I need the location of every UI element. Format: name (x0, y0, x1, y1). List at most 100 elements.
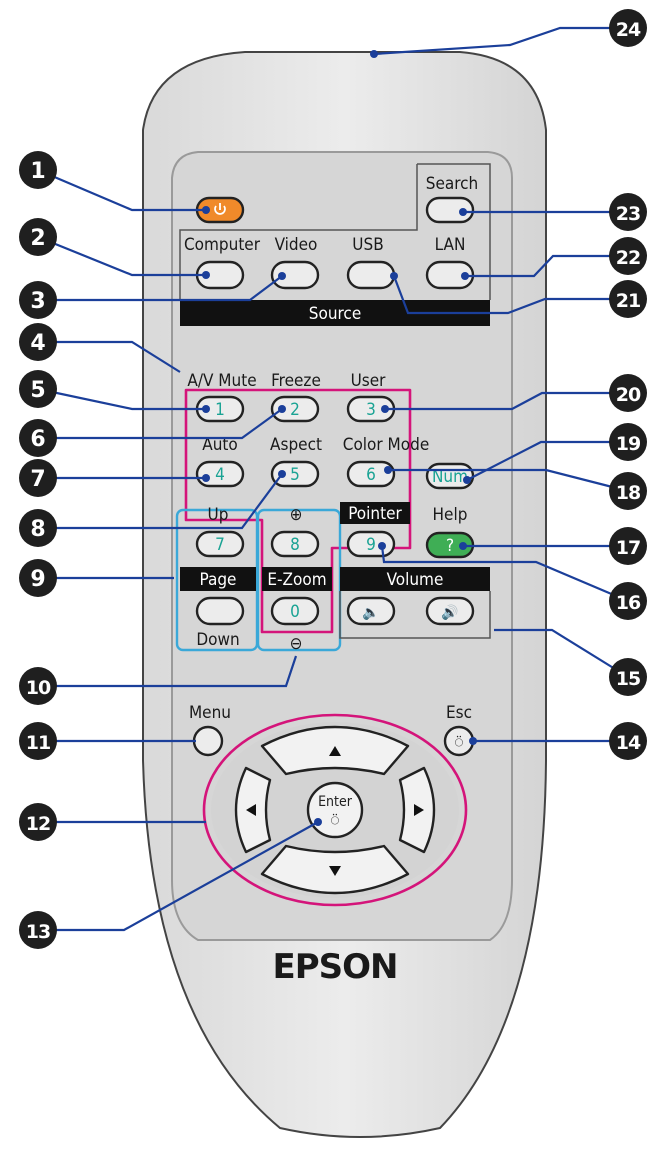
callout-13-label: 13 (26, 921, 50, 943)
ezoom-bar (262, 567, 332, 591)
callout-1-disc (19, 151, 57, 189)
callout-2-label: 2 (30, 226, 45, 251)
power-icon (214, 203, 226, 215)
callout-19-disc (609, 423, 647, 461)
aspect-label: Aspect (270, 435, 322, 455)
search-bracket (179, 163, 491, 300)
volume-bar-label: Volume (387, 570, 444, 590)
callout-8: 8 (19, 509, 57, 547)
callout-12-label: 12 (26, 813, 50, 835)
callout-21-label: 21 (616, 290, 640, 312)
callout-3: 3 (19, 281, 57, 319)
callout-6-disc (19, 419, 57, 457)
num-button-label: Num (432, 467, 468, 487)
menu-button[interactable] (192, 725, 224, 757)
key-9-label: 9 (366, 535, 376, 555)
search-button[interactable] (425, 196, 475, 224)
callout-18: 18 (609, 472, 647, 510)
ezoom-bar-label: E-Zoom (267, 570, 326, 590)
callout-4-disc (19, 323, 57, 361)
volume-down-icon: 🔈 (362, 605, 379, 621)
callout-9-label: 9 (30, 567, 45, 592)
help-label: Help (433, 505, 468, 525)
key-5[interactable] (270, 460, 320, 488)
callout-21: 21 (609, 280, 647, 318)
up-label: Up (208, 505, 229, 525)
freeze-label: Freeze (271, 371, 321, 391)
right-arrow-icon (414, 804, 424, 816)
key-0[interactable] (270, 596, 320, 626)
computer-label: Computer (184, 235, 261, 255)
callout-16: 16 (609, 582, 647, 620)
callout-3-label: 3 (30, 289, 45, 314)
callout-14-disc (609, 722, 647, 760)
callout-15-label: 15 (616, 668, 640, 690)
callout-17-disc (609, 527, 647, 565)
callout-14-label: 14 (616, 732, 641, 754)
callout-10-label: 10 (26, 677, 51, 699)
user-label: User (351, 371, 387, 391)
callout-24: 24 (609, 9, 647, 47)
page-down-button[interactable] (195, 596, 245, 626)
callout-13: 13 (19, 911, 57, 949)
key-0-label: 0 (290, 602, 300, 622)
search-label: Search (426, 174, 479, 194)
help-button-label: ? (446, 536, 454, 556)
video-label: Video (275, 235, 318, 255)
volume-up-icon: 🔊 (441, 603, 458, 621)
video-button[interactable] (270, 260, 320, 290)
volume-down-button[interactable] (346, 596, 396, 626)
callout-18-disc (609, 472, 647, 510)
key-6[interactable] (346, 460, 396, 488)
volume-bar (340, 567, 490, 591)
enter-label: Enter (318, 794, 353, 810)
usb-label: USB (352, 235, 383, 255)
callout-10: 10 (19, 667, 57, 705)
callout-5: 5 (19, 370, 57, 408)
callout-4-label: 4 (30, 331, 45, 356)
callout-15-disc (609, 658, 647, 696)
callout-12: 12 (19, 803, 57, 841)
key-6-label: 6 (366, 465, 376, 485)
down-arrow-icon (329, 866, 341, 876)
callout-6-label: 6 (30, 427, 45, 452)
callout-19-label: 19 (616, 433, 640, 455)
callout-1-label: 1 (30, 159, 45, 184)
key-2[interactable] (270, 395, 320, 423)
callout-8-label: 8 (30, 517, 45, 542)
callout-13-disc (19, 911, 57, 949)
callout-6: 6 (19, 419, 57, 457)
auto-label: Auto (202, 435, 238, 455)
callout-2-disc (19, 218, 57, 256)
usb-button[interactable] (346, 260, 396, 290)
callout-22-disc (609, 237, 647, 275)
enter-mouse-icon: ⍥ (331, 813, 340, 829)
volume-bracket (339, 591, 491, 639)
callout-7-label: 7 (30, 467, 45, 492)
callout-22: 22 (609, 237, 647, 275)
key-7[interactable] (195, 530, 245, 558)
key-3-label: 3 (366, 400, 376, 420)
volume-up-button[interactable] (425, 596, 475, 626)
callout-17-label: 17 (616, 537, 640, 559)
callout-19: 19 (609, 423, 647, 461)
color-mode-label: Color Mode (343, 435, 429, 455)
brand-logo: EPSON (273, 947, 398, 987)
key-2-label: 2 (290, 400, 300, 420)
callout-18-label: 18 (616, 482, 641, 504)
callout-22-label: 22 (616, 247, 640, 269)
callout-11-disc (19, 722, 57, 760)
lan-label: LAN (435, 235, 466, 255)
callout-5-disc (19, 370, 57, 408)
callout-24-disc (609, 9, 647, 47)
key-8[interactable] (270, 530, 320, 558)
callout-7-disc (19, 459, 57, 497)
up-arrow-icon (329, 746, 341, 756)
callout-9-disc (19, 559, 57, 597)
callout-23-label: 23 (616, 203, 640, 225)
leader-lines (37, 26, 629, 932)
callout-14: 14 (609, 722, 647, 760)
left-arrow-icon (246, 804, 256, 816)
